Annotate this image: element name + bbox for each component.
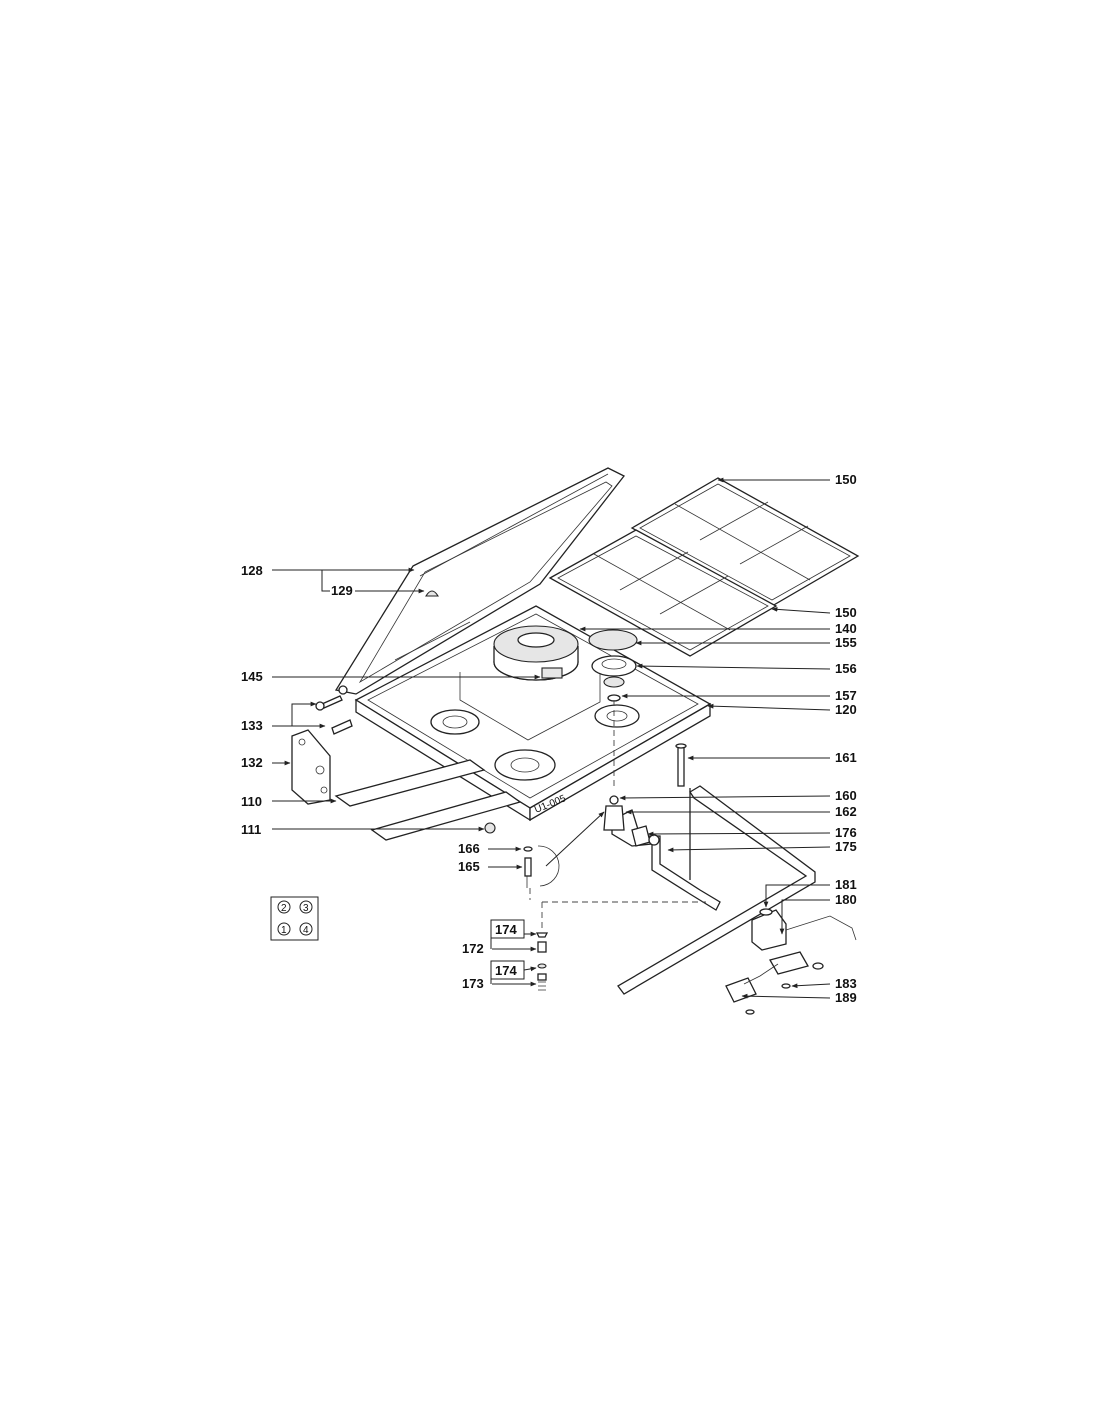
callout-110: 110 [241, 794, 337, 809]
burner-head-small [591, 655, 637, 702]
svg-text:4: 4 [303, 925, 309, 936]
svg-text:150: 150 [835, 605, 857, 620]
svg-text:183: 183 [835, 976, 857, 991]
callout-161: 161 [687, 750, 857, 765]
pan-support-front [548, 529, 778, 657]
callout-175: 175 [667, 839, 857, 854]
svg-text:157: 157 [835, 688, 857, 703]
svg-text:172: 172 [462, 941, 484, 956]
svg-text:181: 181 [835, 877, 857, 892]
svg-text:150: 150 [835, 472, 857, 487]
svg-text:128: 128 [241, 563, 263, 578]
callout-183: 183 [791, 976, 857, 991]
callout-132: 132 [241, 755, 291, 770]
svg-text:160: 160 [835, 788, 857, 803]
svg-text:155: 155 [835, 635, 857, 650]
svg-text:133: 133 [241, 718, 263, 733]
callout-173: 173 [462, 976, 537, 991]
lid [334, 467, 625, 695]
detail-arrow [545, 811, 605, 867]
svg-text:162: 162 [835, 804, 857, 819]
callout-150-bottom: 150 [771, 605, 857, 620]
svg-text:140: 140 [835, 621, 857, 636]
jet-set [535, 932, 549, 991]
thermocouple [675, 743, 687, 787]
callout-165: 165 [458, 859, 523, 874]
svg-text:156: 156 [835, 661, 857, 676]
svg-text:2: 2 [281, 903, 287, 914]
burner-position-key: 2 3 1 4 [270, 896, 319, 941]
svg-text:145: 145 [241, 669, 263, 684]
callout-120: 120 [707, 702, 857, 717]
callout-145: 145 [241, 669, 541, 684]
hinge [291, 729, 331, 805]
svg-text:132: 132 [241, 755, 263, 770]
svg-text:180: 180 [835, 892, 857, 907]
callout-133: 133 [241, 701, 326, 733]
svg-text:161: 161 [835, 750, 857, 765]
callout-166: 166 [458, 841, 522, 856]
svg-text:175: 175 [835, 839, 857, 854]
callout-180: 180 [779, 892, 857, 935]
callout-128: 128 [241, 563, 415, 592]
gas-tap [725, 908, 857, 1015]
svg-text:173: 173 [462, 976, 484, 991]
svg-text:1: 1 [281, 925, 287, 936]
callout-176: 176 [647, 825, 857, 840]
callout-150-top: 150 [717, 472, 857, 487]
callout-174-b: 174 [490, 960, 537, 980]
svg-text:120: 120 [835, 702, 857, 717]
callout-129: 129 [331, 583, 425, 598]
svg-text:165: 165 [458, 859, 480, 874]
svg-text:3: 3 [303, 903, 309, 914]
callout-189: 189 [741, 990, 857, 1005]
hotplate [493, 625, 579, 681]
svg-text:174: 174 [495, 963, 517, 978]
svg-text:129: 129 [331, 583, 353, 598]
svg-text:166: 166 [458, 841, 480, 856]
callout-155: 155 [635, 635, 857, 650]
callout-181: 181 [763, 877, 857, 908]
callout-174-a: 174 [490, 919, 537, 939]
svg-text:174: 174 [495, 922, 517, 937]
hinge-screws [315, 695, 353, 735]
callout-172: 172 [462, 938, 537, 956]
svg-text:189: 189 [835, 990, 857, 1005]
burner-cap-small [588, 629, 638, 651]
svg-text:111: 111 [241, 822, 261, 837]
callout-140: 140 [579, 621, 857, 636]
support-rails [334, 759, 522, 841]
callout-157: 157 [621, 688, 857, 703]
callout-162: 162 [625, 804, 857, 819]
svg-text:176: 176 [835, 825, 857, 840]
svg-text:110: 110 [241, 794, 262, 809]
callout-111: 111 [241, 822, 485, 837]
callout-156: 156 [636, 661, 857, 676]
gas-pipe [603, 785, 816, 995]
callout-160: 160 [619, 788, 857, 803]
injector-detail [523, 845, 560, 888]
